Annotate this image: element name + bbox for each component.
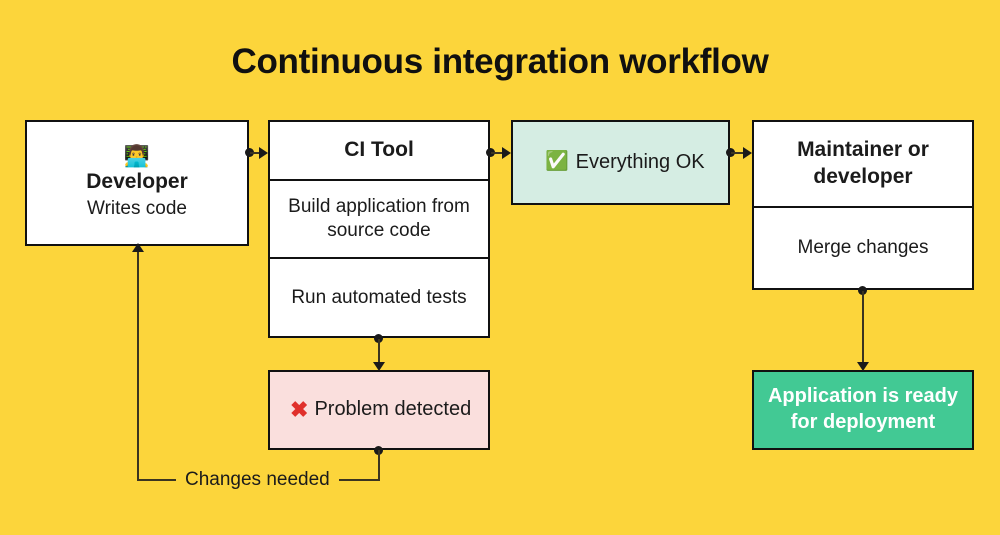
node-problem-detected-label: Problem detected bbox=[314, 398, 472, 421]
node-developer[interactable]: 👨‍💻 Developer Writes code bbox=[25, 120, 249, 246]
node-everything-ok-label: Everything OK bbox=[575, 150, 705, 173]
edge-maintainer-to-deploy-arrow bbox=[857, 362, 869, 371]
node-problem-detected-content: ✖ Problem detected bbox=[270, 372, 488, 448]
check-mark-button-icon: ✅ bbox=[545, 151, 569, 173]
node-developer-title: Developer bbox=[86, 169, 188, 193]
node-ci-tool-step-tests: Run automated tests bbox=[291, 286, 467, 308]
edge-developer-to-ci-line bbox=[250, 152, 266, 154]
edge-problem-to-developer-arrow bbox=[132, 243, 144, 252]
edge-developer-to-ci-source-dot bbox=[245, 148, 254, 157]
node-ci-tool-step-build: Build application from source code bbox=[270, 181, 488, 260]
node-everything-ok[interactable]: ✅ Everything OK bbox=[511, 120, 730, 205]
node-application-ready[interactable]: Application is ready for deployment bbox=[752, 370, 974, 450]
node-everything-ok-content: ✅ Everything OK bbox=[513, 122, 728, 203]
edge-maintainer-to-deploy-source-dot bbox=[858, 286, 867, 295]
technologist-icon: 👨‍💻 bbox=[123, 144, 151, 168]
edge-ci-to-problem-source-dot bbox=[374, 334, 383, 343]
node-application-ready-label: Application is ready for deployment bbox=[767, 385, 959, 433]
edge-problem-to-developer-line-down bbox=[378, 450, 380, 480]
node-ci-tool[interactable]: CI Tool Build application from source co… bbox=[268, 120, 490, 338]
node-ci-tool-title: CI Tool bbox=[270, 122, 488, 181]
cross-mark-icon: ✖ bbox=[290, 396, 309, 422]
page-title: Continuous integration workflow bbox=[231, 42, 769, 81]
edge-ci-to-ok-line bbox=[491, 152, 507, 154]
edge-ci-to-problem-line bbox=[378, 339, 380, 365]
edge-ok-to-maintainer-arrow bbox=[743, 147, 752, 159]
edge-ci-to-problem-arrow bbox=[373, 362, 385, 371]
node-developer-subtitle: Writes code bbox=[87, 197, 187, 219]
edge-ci-to-ok-arrow bbox=[502, 147, 511, 159]
edge-maintainer-to-deploy-line bbox=[862, 291, 864, 367]
node-maintainer-action: Merge changes bbox=[797, 236, 929, 258]
node-maintainer[interactable]: Maintainer or developer Merge changes bbox=[752, 120, 974, 290]
node-maintainer-title: Maintainer or developer bbox=[754, 122, 972, 208]
edge-label-changes-needed: Changes needed bbox=[176, 469, 339, 491]
node-problem-detected[interactable]: ✖ Problem detected bbox=[268, 370, 490, 450]
edge-ok-to-maintainer-line bbox=[731, 152, 748, 154]
edge-developer-to-ci-arrow bbox=[259, 147, 268, 159]
edge-problem-to-developer-line-up bbox=[137, 252, 139, 480]
edge-ok-to-maintainer-source-dot bbox=[726, 148, 735, 157]
edge-ci-to-ok-source-dot bbox=[486, 148, 495, 157]
